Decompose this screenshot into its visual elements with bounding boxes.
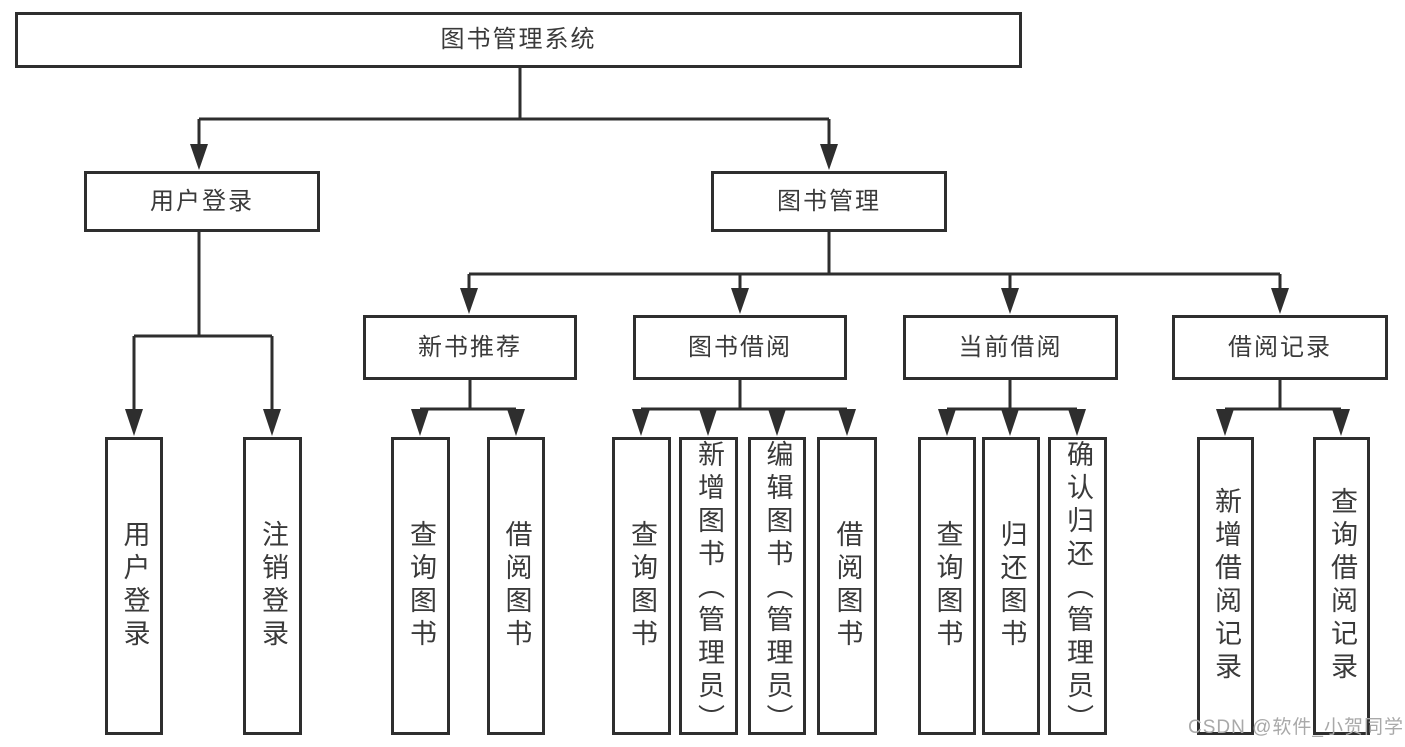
leaf-borrowing-add-books-admin: 新增图书（管理员）	[679, 437, 738, 737]
node-book-management: 图书管理	[711, 171, 947, 232]
leaf-recommend-borrow-books: 借阅图书	[487, 437, 545, 735]
node-new-book-recommend: 新书推荐	[363, 315, 577, 380]
node-current-borrowing: 当前借阅	[903, 315, 1118, 380]
csdn-watermark: CSDN @软件_小贺同学	[1188, 717, 1404, 738]
leaf-current-query-books: 查询图书	[918, 437, 976, 735]
leaf-logout: 注销登录	[243, 437, 302, 735]
node-library-management-system: 图书管理系统	[15, 12, 1022, 68]
connector-arrowheads	[125, 144, 1350, 436]
leaf-borrowing-borrow-books: 借阅图书	[817, 437, 877, 735]
node-borrowing-records: 借阅记录	[1172, 315, 1388, 380]
leaf-current-confirm-return-admin: 确认归还（管理员）	[1048, 437, 1107, 737]
leaf-records-query-record: 查询借阅记录	[1313, 437, 1370, 735]
leaf-borrowing-query-books: 查询图书	[612, 437, 671, 735]
leaf-user-login: 用户登录	[105, 437, 163, 735]
leaf-recommend-query-books: 查询图书	[391, 437, 450, 735]
leaf-records-add-record: 新增借阅记录	[1197, 437, 1254, 735]
leaf-borrowing-edit-books-admin: 编辑图书（管理员）	[748, 437, 806, 737]
node-book-borrowing: 图书借阅	[633, 315, 847, 380]
leaf-current-return-books: 归还图书	[982, 437, 1040, 735]
node-user-login: 用户登录	[84, 171, 320, 232]
